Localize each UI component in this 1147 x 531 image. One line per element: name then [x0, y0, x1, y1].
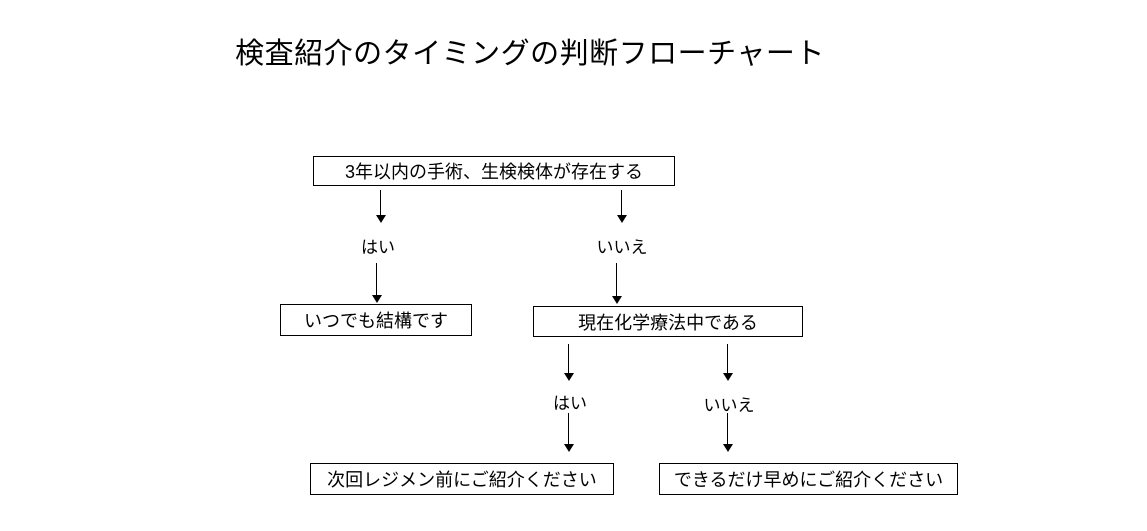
arrow-line: [726, 344, 729, 373]
node-result-anytime: いつでも結構です: [280, 304, 472, 336]
down-arrow-q1-yes-lower: [371, 263, 382, 303]
arrow-line: [726, 413, 729, 444]
branch-label-q1-no: いいえ: [596, 238, 648, 257]
arrow-head-icon: [722, 444, 733, 452]
arrow-head-icon: [563, 444, 574, 452]
arrow-line: [379, 190, 382, 215]
down-arrow-q2-no-upper: [722, 344, 733, 381]
arrow-line: [567, 413, 570, 444]
node-result-asap: できるだけ早めにご紹介ください: [659, 463, 958, 495]
node-condition-chemo: 現在化学療法中である: [533, 306, 803, 337]
down-arrow-q2-yes-lower: [563, 413, 574, 452]
arrow-head-icon: [611, 296, 622, 304]
arrow-head-icon: [722, 373, 733, 381]
arrow-head-icon: [563, 373, 574, 381]
branch-label-q1-yes: はい: [361, 238, 395, 257]
branch-label-q2-yes: はい: [553, 394, 587, 413]
node-condition-specimen: 3年以内の手術、生検検体が存在する: [313, 156, 675, 186]
arrow-head-icon: [616, 215, 627, 223]
page-title: 検査紹介のタイミングの判断フローチャート: [235, 38, 825, 70]
arrow-line: [615, 263, 618, 296]
down-arrow-q1-no-lower: [611, 263, 622, 304]
down-arrow-q1-no-upper: [616, 190, 627, 223]
node-result-next-regimen: 次回レジメン前にご紹介ください: [310, 463, 614, 495]
arrow-head-icon: [375, 215, 386, 223]
arrow-line: [567, 344, 570, 373]
branch-label-q2-no: いいえ: [703, 396, 755, 415]
down-arrow-q2-yes-upper: [563, 344, 574, 381]
arrow-line: [375, 263, 378, 295]
down-arrow-q2-no-lower: [722, 413, 733, 452]
arrow-line: [620, 190, 623, 215]
arrow-head-icon: [371, 295, 382, 303]
down-arrow-q1-yes-upper: [375, 190, 386, 223]
